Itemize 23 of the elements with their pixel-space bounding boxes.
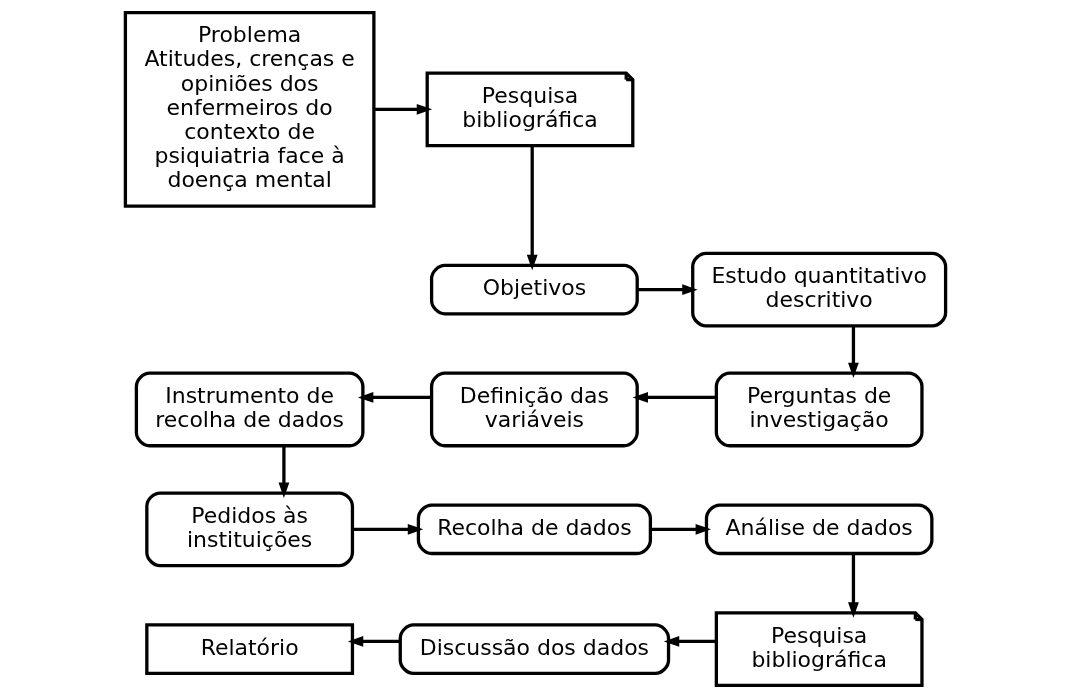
node-box: Instrumento de recolha de dados <box>134 371 365 448</box>
node-box: Análise de dados <box>704 503 933 556</box>
node-box: Discussão dos dados <box>398 623 670 675</box>
arrow <box>636 284 698 296</box>
node-box: Definição das variáveis <box>429 371 639 448</box>
arrow <box>847 553 859 618</box>
node-box: Recolha de dados <box>416 503 652 556</box>
arrow <box>847 326 859 379</box>
arrow <box>373 103 432 115</box>
arrow <box>351 523 423 535</box>
arrow <box>650 523 711 535</box>
arrow <box>347 636 400 647</box>
node-box: Problema Atitudes, crenças e opiniões dos enfermeiros do contexto de psiquiatria face à doença mental <box>123 10 376 208</box>
arrow <box>526 145 538 271</box>
node-box: Estudo quantitativo descritivo <box>690 251 947 328</box>
node-box: Pedidos às instituições <box>144 491 354 568</box>
node-box: Perguntas de investigação <box>714 371 924 448</box>
arrow <box>278 446 289 498</box>
arrow <box>357 391 432 403</box>
arrow <box>663 636 716 647</box>
node-box: Objetivos <box>429 263 639 316</box>
arrow <box>632 391 716 403</box>
node-box: Relatório <box>144 623 354 675</box>
